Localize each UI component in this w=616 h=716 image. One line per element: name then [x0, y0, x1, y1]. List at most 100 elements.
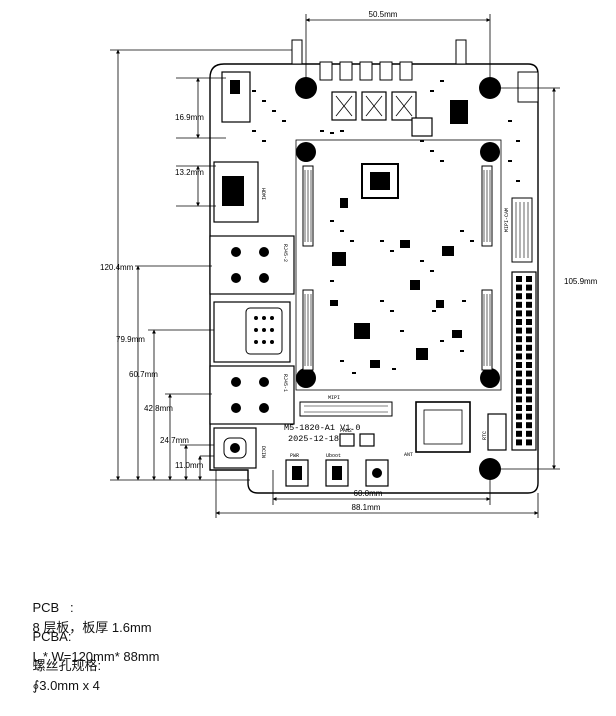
spec-screw-hole-value: ∮3.0mm x 4 [32, 678, 100, 693]
dim-bottom-outer: 88.1mm [352, 503, 381, 512]
spec-pcba-label: PCBA: [32, 629, 72, 644]
dim-left-24-7: 24.7mm [160, 436, 189, 445]
mount-hole [480, 142, 500, 162]
rj45-1-label: RJ45-1 [282, 374, 288, 392]
gpio-pin [526, 379, 532, 386]
gpio-pin [516, 353, 522, 360]
silkscreen-labels: M5-1820-A1 V1.0 2025-12-18 MIPI FAN2 PWR… [260, 188, 510, 459]
board-date-label: 2025-12-18 [288, 434, 339, 444]
spec-pcb-label: PCB : [32, 600, 74, 615]
spec-pcba-value: L * W=120mm* 88mm [32, 649, 160, 664]
passive-components [252, 80, 520, 374]
top-connectors [291, 39, 539, 103]
gpio-pin [526, 284, 532, 291]
gpio-pin [526, 353, 532, 360]
gpio-pin [526, 310, 532, 317]
dim-top-width: 50.5mm [369, 10, 398, 19]
gpio-pin [526, 396, 532, 403]
gpio-pin [526, 430, 532, 437]
gpio-pin [516, 439, 522, 446]
usb-connector [221, 71, 251, 123]
gpio-pin [526, 319, 532, 325]
gpio-pin [516, 336, 522, 343]
gpio-header [511, 271, 537, 451]
dim-left-79-9: 79.9mm [116, 335, 145, 344]
gpio-pin [516, 293, 522, 300]
dim-left-60-7: 60.7mm [129, 370, 158, 379]
gpio-pin [526, 413, 532, 420]
gpio-pin [516, 430, 522, 437]
gpio-pin [526, 336, 532, 343]
small-ics [330, 100, 468, 368]
spec-screw-hole-label: 螺丝孔规格: [32, 658, 102, 673]
pwr-label: PWR [290, 453, 299, 459]
gpio-pin [526, 387, 532, 394]
spec-list: PCB : 8 层板，板厚 1.6mm PCBA: L * W=120mm* 8… [18, 578, 159, 693]
dim-right-height: 105.9mm [564, 277, 598, 286]
gpio-pin [516, 396, 522, 403]
wifi-module [415, 401, 471, 453]
left-connectors [209, 71, 295, 469]
mount-hole [295, 77, 317, 99]
gpio-pin [526, 327, 532, 334]
gpio-pin [526, 276, 532, 282]
mipi-cam-connector [511, 197, 533, 263]
gpio-pin [526, 422, 532, 429]
fan-label: FAN2 [340, 428, 352, 434]
hdmi-label: HDMI [260, 188, 266, 200]
gpio-pin [526, 293, 532, 300]
dim-left-120-4: 120.4mm [100, 263, 134, 272]
gpio-pin [516, 413, 522, 420]
gpio-pin [526, 370, 532, 377]
rtc-battery-connector [487, 413, 507, 451]
gpio-pin [516, 319, 522, 325]
dimension-lines [110, 14, 560, 518]
gpio-pin [526, 344, 532, 351]
mipi-label: MIPI [328, 395, 340, 401]
rj45-connector-2 [209, 235, 295, 295]
spec-pcb: PCB : 8 层板，板厚 1.6mm [18, 578, 159, 635]
gpio-pin [516, 344, 522, 351]
dim-left-42-8: 42.8mm [144, 404, 173, 413]
gpio-pin [516, 310, 522, 317]
mount-hole [480, 368, 500, 388]
dc-jack [213, 427, 257, 469]
gpio-pin [516, 422, 522, 429]
main-soc-chip [361, 163, 399, 199]
dim-left-13-2: 13.2mm [175, 168, 204, 177]
gpio-pin [526, 405, 532, 411]
gpio-pin [516, 301, 522, 308]
dcin-label: DCIN [260, 446, 266, 458]
gpio-pin [516, 370, 522, 377]
gpio-pin [516, 387, 522, 394]
dim-left-11-0: 11.0mm [175, 461, 204, 470]
mount-hole [479, 458, 501, 480]
pcb-mechanical-drawing: M5-1820-A1 V1.0 2025-12-18 MIPI FAN2 PWR… [100, 10, 598, 518]
gpio-pin [516, 405, 522, 411]
gpio-pin [516, 362, 522, 368]
mipi-cam-label: MIPI-CAM [504, 208, 510, 232]
fan-connector-top [517, 71, 539, 103]
power-inductors [331, 91, 433, 137]
rj45-connector-1 [209, 365, 295, 425]
gpio-pin [516, 284, 522, 291]
spec-pcb-value: 8 层板，板厚 1.6mm [32, 620, 152, 635]
dimension-labels: 50.5mm 105.9mm 60.0mm 88.1mm 16.9mm 13.2… [100, 10, 598, 512]
mounting-holes [295, 77, 501, 480]
mount-hole [479, 77, 501, 99]
rtc-label: RTC [482, 431, 488, 440]
board-name-label: M5-1820-A1 V1.0 [284, 423, 361, 433]
gpio-pin [516, 327, 522, 334]
rj45-2-label: RJ45-2 [282, 244, 288, 262]
gpio-pin [526, 439, 532, 446]
gpio-pin [516, 379, 522, 386]
spec-pcba: PCBA: L * W=120mm* 88mm [18, 607, 159, 664]
mount-hole [296, 142, 316, 162]
ant-label: ANT [404, 452, 413, 458]
mipi-fpc-connector [299, 401, 393, 417]
gpio-pin [526, 301, 532, 308]
gpio-pin [526, 362, 532, 368]
som-module-outline [295, 139, 502, 391]
dim-left-16-9: 16.9mm [175, 113, 204, 122]
gpio-pin [516, 276, 522, 282]
